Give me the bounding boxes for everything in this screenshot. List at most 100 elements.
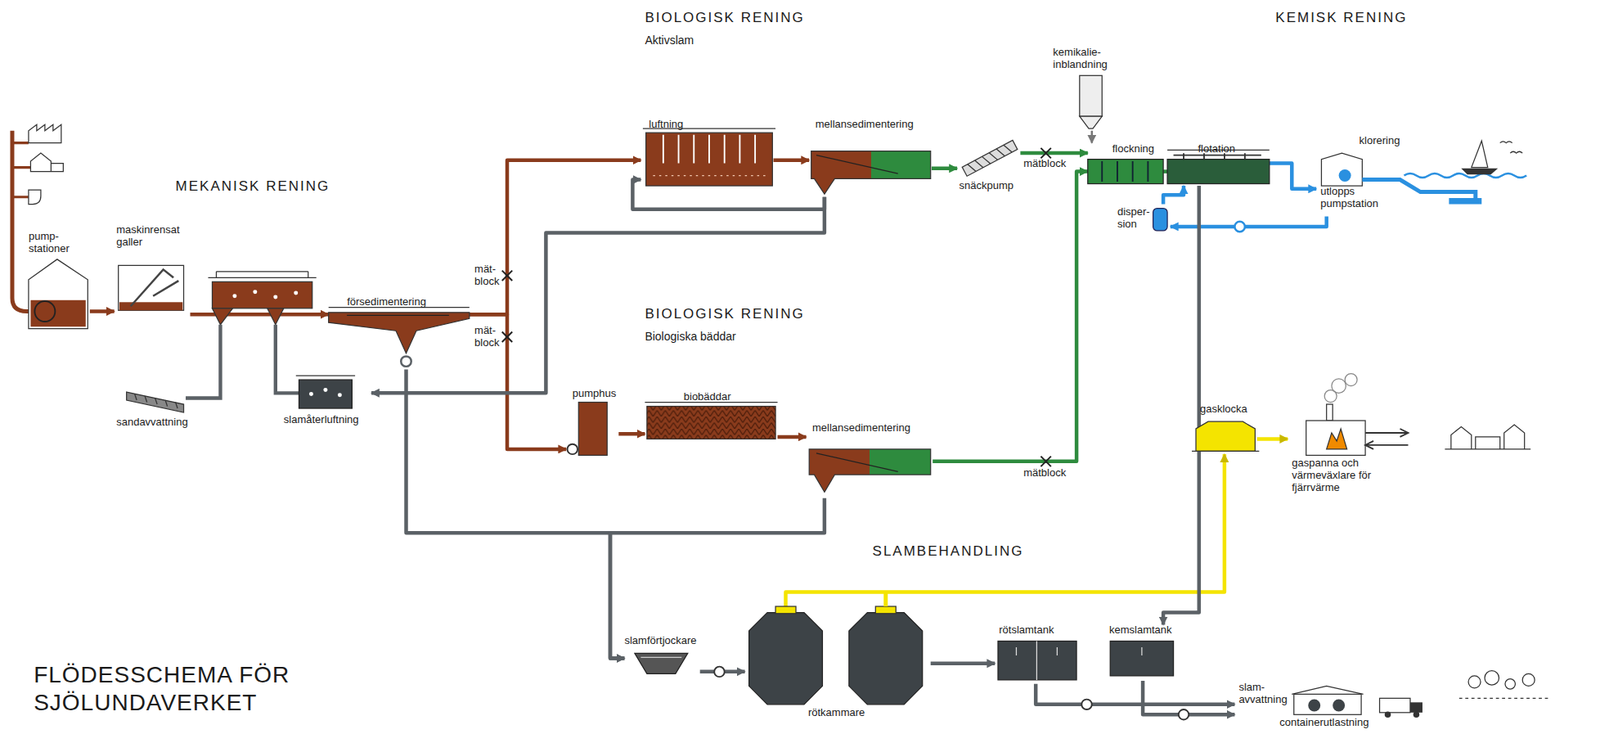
illustration-part (28, 259, 88, 329)
unit-label: luftning (648, 118, 684, 131)
illustration-part (1079, 75, 1102, 117)
illustration-part (1365, 432, 1408, 445)
aeration-tank (642, 128, 776, 186)
illustration-part (1087, 159, 1164, 185)
section-subheading: Aktivslam (644, 33, 694, 47)
illustration-part (652, 175, 768, 176)
process-unit: snäckpump (957, 140, 1021, 194)
pipe-connector (777, 435, 807, 440)
pipe-connector (371, 197, 825, 393)
illustration-part (1460, 168, 1498, 175)
pipe-connector (190, 312, 329, 317)
illustration-part (1522, 673, 1535, 686)
grit-chamber (185, 271, 317, 399)
process-unit: gaspanna och värmeväxlare för fjärrvärme (1287, 373, 1390, 496)
illustration-part (328, 312, 470, 354)
illustration-part (34, 301, 55, 322)
process-unit: pump-stationer (22, 230, 90, 331)
illustration-part (647, 406, 776, 440)
flocculation-flotation (1087, 149, 1270, 184)
screen-building (118, 265, 185, 311)
unit-label: flotation (1198, 143, 1236, 156)
illustration-part (663, 134, 756, 164)
process-unit: rötslamtank (994, 624, 1079, 684)
illustration-part (1326, 404, 1333, 421)
dispersion-vessel (1153, 208, 1245, 233)
illustration-part (1110, 640, 1174, 675)
pipe-connector (469, 160, 642, 315)
section-heading: MEKANISK RENING (175, 178, 331, 195)
primary-clarifier (328, 307, 470, 367)
illustration-part (119, 301, 183, 311)
process-unit: mellansedimentering (808, 118, 932, 198)
pipe-connector (1163, 185, 1200, 625)
part-label: mät-block (474, 324, 505, 350)
section-heading: BIOLOGISK RENING (644, 305, 805, 323)
illustration-part (1365, 428, 1408, 450)
illustration-part (323, 387, 328, 392)
gas-holder (1191, 421, 1259, 451)
illustration-part (1339, 169, 1352, 182)
unit-label: slam-avvattning (1238, 681, 1292, 706)
illustration-part (1321, 152, 1362, 186)
illustration-part (775, 606, 796, 614)
illustration-part (567, 444, 578, 454)
process-unit: slam-avvattningcontainerutlastning (1234, 681, 1431, 731)
pipe-connector (1170, 215, 1327, 227)
illustration-part (1331, 378, 1346, 393)
pipe-connector (469, 314, 567, 450)
pipe-connector (1257, 436, 1289, 441)
illustration-part (207, 271, 316, 278)
illustration-part (502, 331, 513, 342)
illustration-part (1294, 693, 1362, 715)
gas-boiler (1306, 373, 1531, 456)
section-heading: SLAMBEHANDLING (872, 543, 1025, 560)
illustration-part (126, 391, 185, 413)
illustration-part (1468, 675, 1481, 688)
illustration-part (1344, 373, 1358, 387)
unit-label: snäckpump (959, 179, 1014, 193)
illustration-part (134, 394, 178, 409)
illustration-part (1484, 670, 1499, 685)
unit-label: sandavvattning (116, 416, 188, 429)
illustration-part (578, 402, 607, 456)
chemical-silo (1079, 75, 1102, 129)
process-unit: slamåterluftning (277, 369, 372, 433)
illustration-part (1410, 701, 1423, 712)
illustration-part (1141, 647, 1142, 656)
part-label: mät-block (474, 263, 505, 288)
pipe-connector (930, 661, 996, 666)
pipe-connector (1269, 163, 1317, 189)
secondary-clarifier (811, 151, 931, 194)
unit-label: gaspanna och värmeväxlare för fjärrvärme (1291, 457, 1376, 495)
illustration-part (1459, 697, 1551, 699)
unit-label: kemslamtank (1109, 624, 1173, 637)
illustration-part (640, 656, 682, 658)
illustration-part (1015, 640, 1057, 679)
process-unit: slamförtjockare (624, 634, 700, 682)
unit-label: slamförtjockare (624, 634, 697, 648)
pump-house-bio (567, 402, 608, 456)
illustration-part (1234, 221, 1245, 232)
illustration-part (502, 270, 513, 281)
pipe-connector (1035, 683, 1235, 705)
unit-label: klorering (1359, 134, 1401, 148)
illustration-part (875, 606, 896, 614)
unit-label: biobäddar (683, 391, 732, 404)
illustration-part (28, 124, 62, 143)
unit-label: försedimentering (346, 296, 427, 309)
process-unit: disper-sion (1117, 203, 1171, 234)
illustration-part (1413, 711, 1420, 718)
pipe-connector (786, 453, 1225, 611)
trees (1459, 670, 1551, 699)
sludge-tanks (997, 640, 1189, 720)
illustration-part (749, 612, 823, 705)
illustration-part (1444, 424, 1531, 450)
unit-label: disper-sion (1117, 206, 1152, 231)
illustration-part (1195, 421, 1255, 451)
pipe-connector (1020, 151, 1088, 156)
process-unit: gasklocka (1194, 403, 1258, 454)
unit-label: mellansedimentering (815, 118, 914, 131)
process-unit: luftning (640, 118, 774, 190)
